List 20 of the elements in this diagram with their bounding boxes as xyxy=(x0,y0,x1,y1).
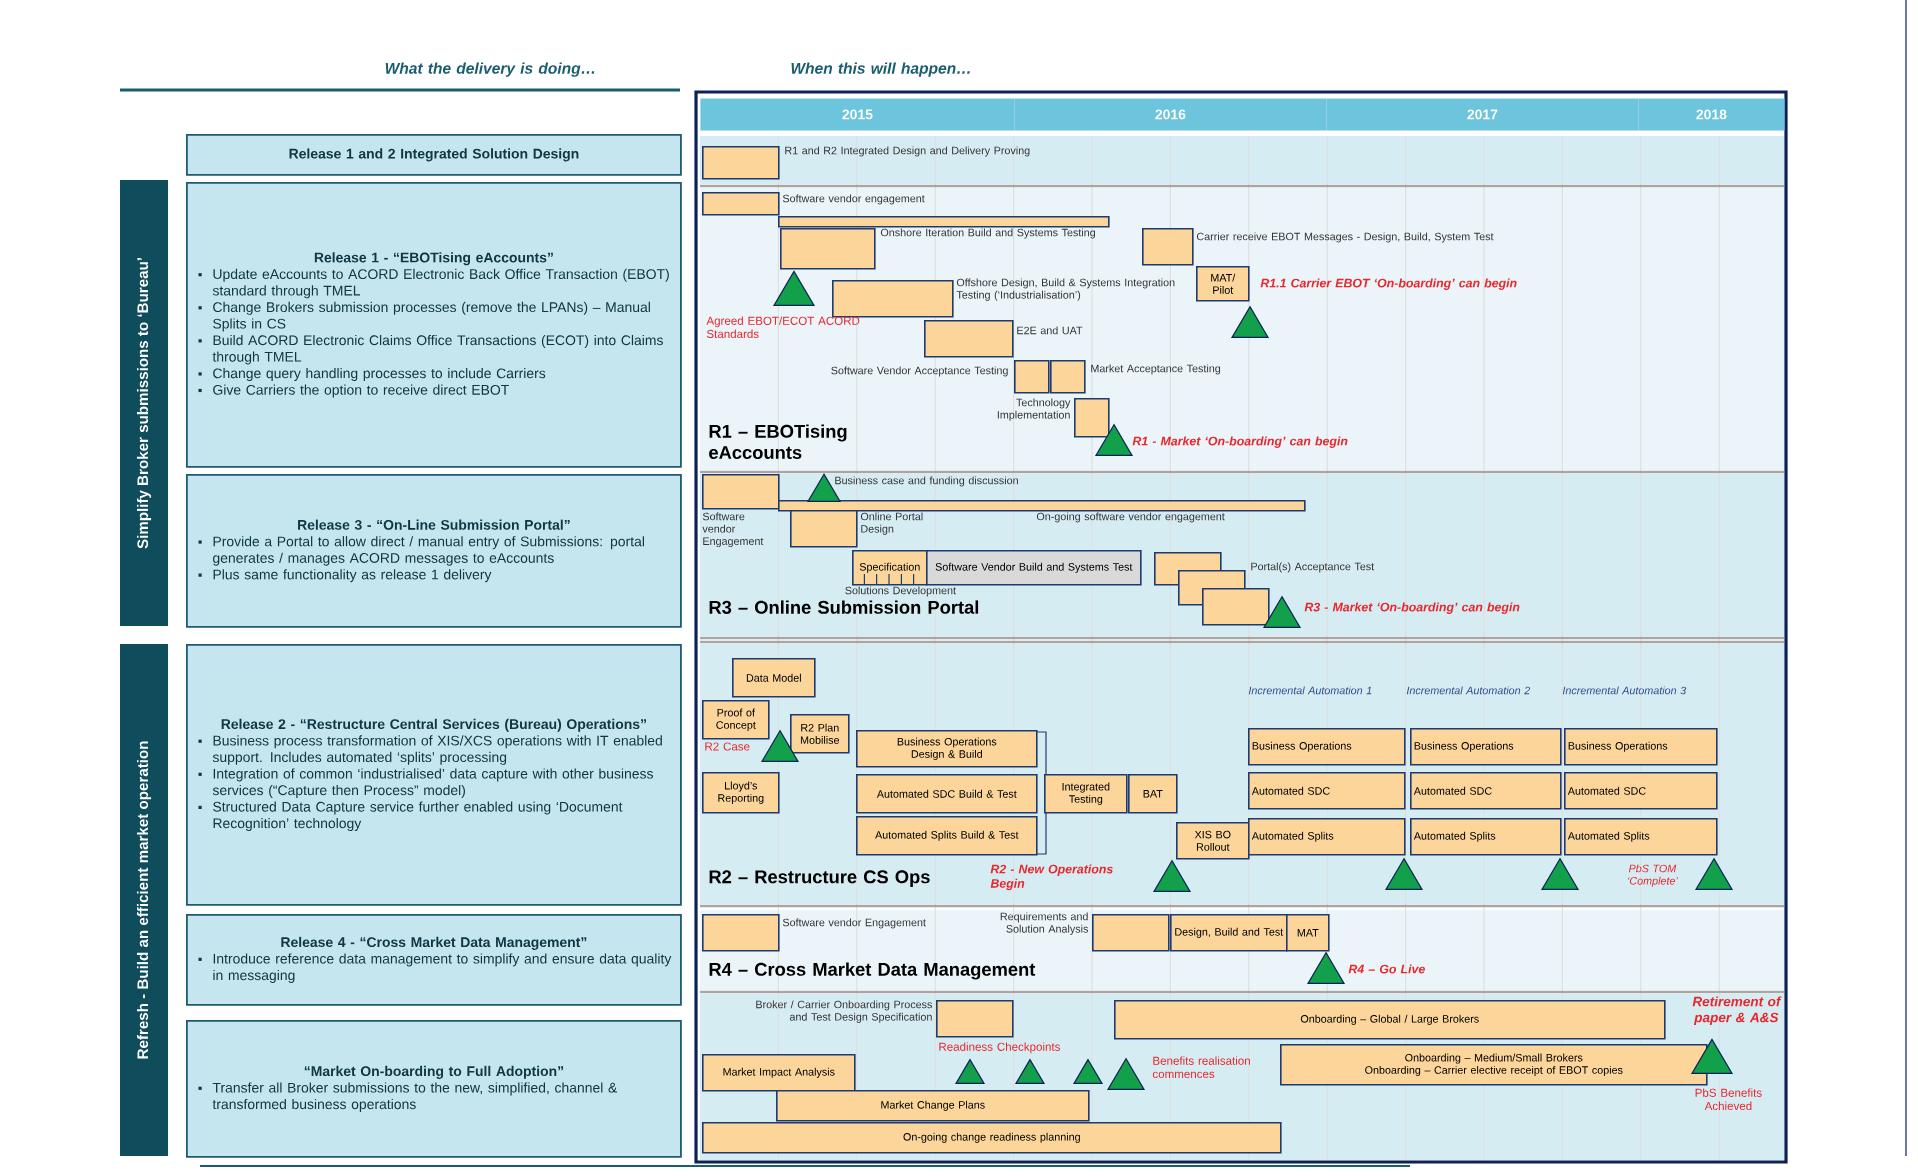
section-title: R2 – Restructure CS Ops xyxy=(709,870,930,887)
gantt-bar xyxy=(1074,398,1110,438)
gantt-bar xyxy=(1092,914,1170,952)
gantt-bar xyxy=(1014,360,1050,394)
gantt-bar xyxy=(1050,360,1086,394)
gantt-bar xyxy=(924,320,1014,358)
gantt-bar xyxy=(702,146,780,180)
gantt-bar xyxy=(778,216,1110,228)
gantt-bar xyxy=(1202,588,1270,626)
section-title: R3 – Online Submission Portal xyxy=(709,600,979,614)
gantt-bar xyxy=(1142,228,1194,266)
gantt-bar xyxy=(832,280,954,318)
gantt-bar xyxy=(780,228,876,270)
gantt-bar xyxy=(702,192,780,216)
gantt-bar xyxy=(702,914,780,952)
gantt-bar xyxy=(790,510,858,548)
gantt-bar xyxy=(702,474,780,510)
gantt-bar xyxy=(936,1000,1014,1038)
section-title: R4 – Cross Market Data Management xyxy=(709,962,1036,980)
section-title: R1 – EBOTising eAccounts xyxy=(709,424,847,459)
